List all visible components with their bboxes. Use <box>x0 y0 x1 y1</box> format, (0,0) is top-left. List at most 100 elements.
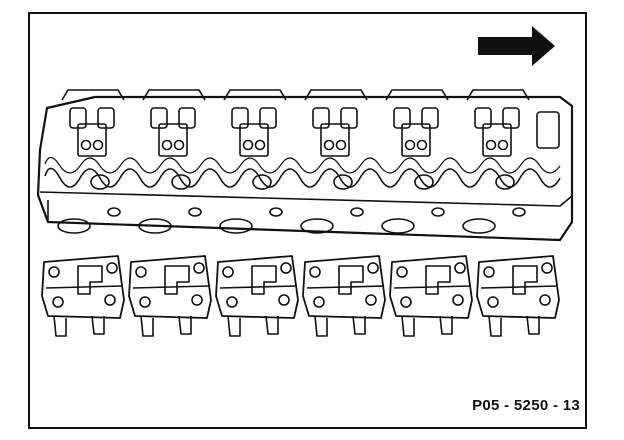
cylinder-head <box>36 89 574 242</box>
arrow-right-icon <box>478 26 555 66</box>
bolt-hole <box>485 139 497 151</box>
bearing-bracket <box>476 255 560 337</box>
rocker-arm <box>314 315 328 337</box>
cam-cover-rib <box>304 89 368 101</box>
rocker-shaft <box>219 285 297 289</box>
bracket-bolt <box>487 296 499 308</box>
rocker-arm <box>178 315 192 335</box>
bolt-hole <box>497 139 509 151</box>
injector-bore <box>171 174 191 190</box>
rocker-shaft <box>45 285 123 289</box>
bracket-bolt <box>396 266 408 278</box>
bearing-bracket <box>41 255 125 337</box>
bracket-bolt <box>52 296 64 308</box>
cam-cover-rib <box>223 89 287 101</box>
oil-hole <box>350 207 364 217</box>
water-passage <box>219 218 253 234</box>
cam-cover-rib <box>142 89 206 101</box>
cylinder-section <box>57 89 125 234</box>
injector-bore <box>333 174 353 190</box>
bracket-bolt <box>452 294 464 306</box>
end-rocker-seat <box>536 111 560 149</box>
bolt-hole <box>254 139 266 151</box>
rocker-seat <box>158 123 188 157</box>
oil-hole <box>431 207 445 217</box>
bracket-slot <box>338 265 364 295</box>
port-contour <box>44 167 561 188</box>
bracket-bolt <box>313 296 325 308</box>
bearing-bracket <box>128 255 212 337</box>
rocker-seat <box>77 123 107 157</box>
bracket-bolt <box>280 262 292 274</box>
bearing-bracket <box>215 255 299 337</box>
rocker-shaft <box>480 285 558 289</box>
bracket-bolt <box>365 294 377 306</box>
oil-hole <box>512 207 526 217</box>
bolt-hole <box>92 139 104 151</box>
bracket-bolt <box>367 262 379 274</box>
bracket-body <box>389 255 473 319</box>
rocker-seat <box>239 123 269 157</box>
bracket-bolt <box>48 266 60 278</box>
bracket-bolt <box>226 296 238 308</box>
rocker-arm <box>265 315 279 335</box>
bolt-hole <box>404 139 416 151</box>
bracket-bolt <box>193 262 205 274</box>
rocker-seat <box>320 123 350 157</box>
port-contour-upper <box>44 156 561 174</box>
bracket-slot <box>77 265 103 295</box>
cam-cover-rib <box>385 89 449 101</box>
cylinder-section <box>219 89 287 234</box>
bracket-bolt <box>400 296 412 308</box>
rocker-shaft <box>132 285 210 289</box>
bracket-body <box>476 255 560 319</box>
water-passage <box>300 218 334 234</box>
injector-bore <box>495 174 515 190</box>
rocker-arm <box>140 315 154 337</box>
bolt-hole <box>416 139 428 151</box>
bracket-body <box>41 255 125 319</box>
bracket-body <box>302 255 386 319</box>
injector-bore <box>90 174 110 190</box>
rocker-seat <box>482 123 512 157</box>
rocker-arm <box>488 315 502 337</box>
rocker-arm <box>401 315 415 337</box>
bolt-hole <box>323 139 335 151</box>
bracket-slot <box>164 265 190 295</box>
bearing-bracket-row <box>41 255 560 337</box>
head-lower-edge <box>39 191 573 207</box>
bearing-bracket <box>389 255 473 337</box>
oil-hole <box>188 207 202 217</box>
water-passage <box>462 218 496 234</box>
bolt-hole <box>173 139 185 151</box>
cylinder-section <box>462 89 530 234</box>
bracket-bolt <box>541 262 553 274</box>
rocker-arm <box>53 315 67 337</box>
cam-cover-rib <box>466 89 530 101</box>
bolt-hole <box>80 139 92 151</box>
bearing-bracket <box>302 255 386 337</box>
figure-caption: P05 - 5250 - 13 <box>472 397 580 414</box>
head-outline <box>36 95 574 242</box>
cylinder-section <box>138 89 206 234</box>
rocker-arm <box>352 315 366 335</box>
bracket-bolt <box>139 296 151 308</box>
bracket-body <box>215 255 299 319</box>
rocker-arm <box>227 315 241 337</box>
injector-bore <box>414 174 434 190</box>
rocker-arm <box>439 315 453 335</box>
bracket-bolt <box>483 266 495 278</box>
bracket-bolt <box>278 294 290 306</box>
rocker-seat <box>401 123 431 157</box>
bracket-bolt <box>135 266 147 278</box>
bracket-bolt <box>454 262 466 274</box>
bracket-body <box>128 255 212 319</box>
water-passage <box>381 218 415 234</box>
bolt-hole <box>242 139 254 151</box>
rocker-arm <box>526 315 540 335</box>
rocker-arm <box>91 315 105 335</box>
bracket-bolt <box>309 266 321 278</box>
bracket-bolt <box>191 294 203 306</box>
cam-cover-rib <box>61 89 125 101</box>
